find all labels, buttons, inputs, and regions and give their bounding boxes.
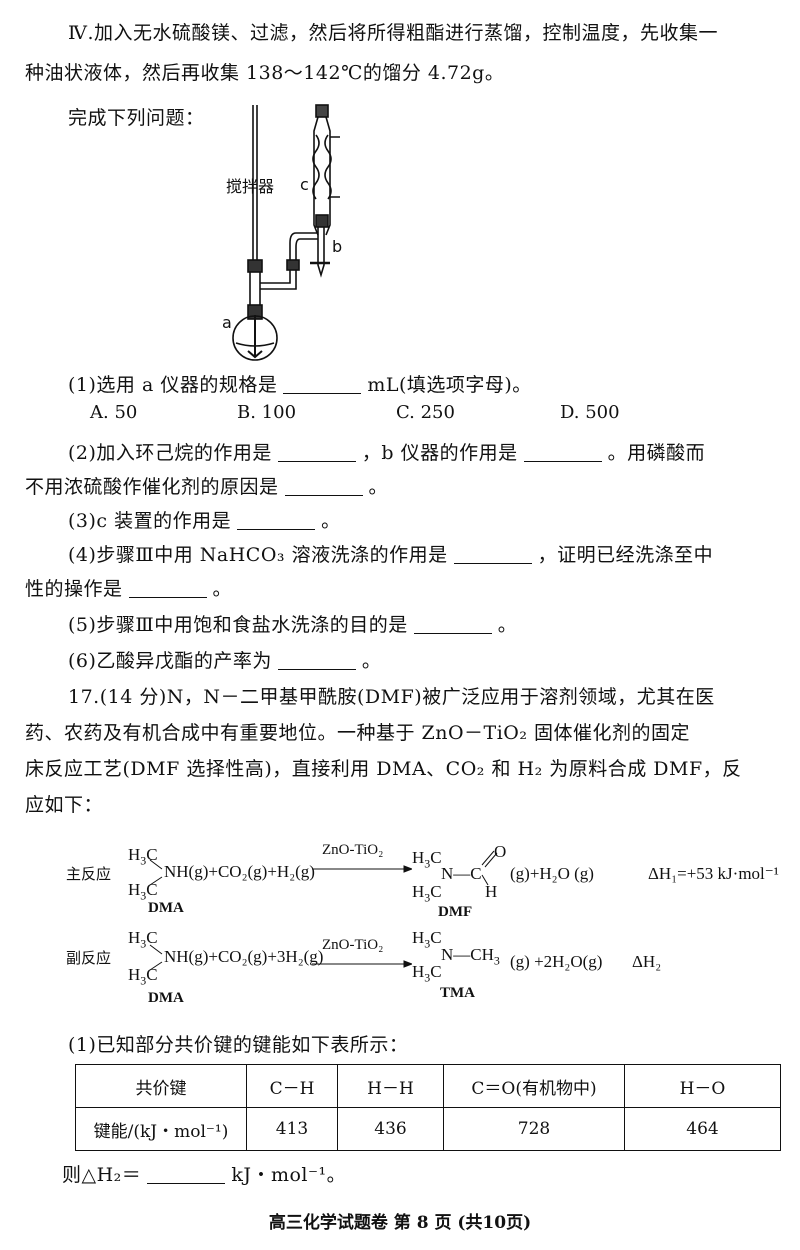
text-line: 完成下列问题：	[68, 107, 205, 129]
question-5: (5)步骤Ⅲ中用饱和食盐水洗涤的目的是。	[68, 614, 518, 636]
stirrer-label: 搅拌器	[226, 177, 275, 196]
question-2: (2)加入环己烷的作用是，b 仪器的作用是。用磷酸而	[68, 442, 706, 464]
dmf-label: DMF	[438, 904, 473, 920]
table-header: 共价键	[75, 1064, 247, 1108]
question-2-cont: 不用浓硫酸作催化剂的原因是。	[25, 476, 389, 498]
table-row: 键能/(kJ・mol⁻¹) 413 436 728 464	[75, 1107, 781, 1151]
option-a[interactable]: A. 50	[90, 402, 138, 423]
catalyst-label: ZnO-TiO₂	[322, 842, 384, 858]
side-products: (g) +2H₂O(g)	[510, 952, 603, 971]
text-line: Ⅳ.加入无水硫酸镁、过滤，然后将所得粗酯进行蒸馏，控制温度，先收集一	[68, 22, 719, 44]
label-c: c	[300, 175, 309, 194]
option-d[interactable]: D. 500	[560, 402, 620, 423]
answer-blank[interactable]	[453, 544, 532, 564]
table-cell: 436	[337, 1107, 444, 1151]
page-footer: 高三化学试题卷 第 8 页 (共10页)	[268, 1213, 532, 1233]
label-a: a	[222, 313, 232, 332]
catalyst-label: ZnO-TiO₂	[322, 937, 384, 953]
main-reactants: NH(g)+CO₂(g)+H₂(g)	[164, 862, 315, 881]
tma-label: TMA	[440, 985, 475, 1001]
table-cell: 键能/(kJ・mol⁻¹)	[75, 1107, 247, 1151]
answer-blank[interactable]	[284, 476, 363, 496]
main-reaction-label: 主反应	[66, 865, 112, 883]
option-c[interactable]: C. 250	[396, 402, 455, 423]
main-products: (g)+H₂O (g)	[510, 864, 594, 883]
answer-line: 则△H₂＝kJ・mol⁻¹。	[62, 1164, 347, 1186]
answer-blank[interactable]	[277, 650, 356, 670]
bond-energy-table: 共价键 C－H H－H C＝O(有机物中) H－O 键能/(kJ・mol⁻¹) …	[75, 1064, 781, 1151]
answer-blank[interactable]	[523, 442, 602, 462]
q17-line: 药、农药及有机合成中有重要地位。一种基于 ZnO－TiO₂ 固体催化剂的固定	[25, 722, 691, 744]
q17-line: 17.(14 分)N，N－二甲基甲酰胺(DMF)被广泛应用于溶剂领域，尤其在医	[68, 686, 715, 708]
distillation-apparatus-figure: 搅拌器 c b a	[200, 95, 360, 365]
table-header: H－O	[624, 1064, 781, 1108]
dma-label: DMA	[148, 990, 184, 1006]
question-4: (4)步骤Ⅲ中用 NaHCO₃ 溶液洗涤的作用是，证明已经洗涤至中	[68, 544, 714, 566]
label-b: b	[332, 237, 343, 256]
option-b[interactable]: B. 100	[237, 402, 297, 423]
q17-line: 应如下：	[25, 794, 104, 816]
answer-blank[interactable]	[283, 374, 362, 394]
table-header: H－H	[337, 1064, 444, 1108]
question-6: (6)乙酸异戊酯的产率为。	[68, 650, 382, 672]
side-reactants: NH(g)+CO₂(g)+3H₂(g)	[164, 947, 324, 966]
answer-blank[interactable]	[147, 1164, 226, 1184]
answer-blank[interactable]	[128, 578, 207, 598]
question-4-cont: 性的操作是。	[25, 578, 233, 600]
answer-blank[interactable]	[277, 442, 356, 462]
q17-1-text: (1)已知部分共价键的键能如下表所示：	[68, 1034, 409, 1056]
answer-blank[interactable]	[237, 510, 316, 530]
table-header: C－H	[246, 1064, 338, 1108]
delta-h1: ΔH₁=+53 kJ·mol⁻¹	[648, 864, 779, 883]
table-cell: 728	[443, 1107, 625, 1151]
table-cell: 413	[246, 1107, 338, 1151]
table-cell: 464	[624, 1107, 781, 1151]
table-header: C＝O(有机物中)	[443, 1064, 625, 1108]
dma-label: DMA	[148, 900, 184, 916]
delta-h2: ΔH₂	[632, 952, 662, 971]
text-line: 种油状液体，然后再收集 138～142℃的馏分 4.72g。	[25, 62, 505, 84]
answer-blank[interactable]	[413, 614, 492, 634]
question-3: (3)c 装置的作用是。	[68, 510, 341, 532]
side-reaction-label: 副反应	[66, 949, 112, 967]
q17-line: 床反应工艺(DMF 选择性高)，直接利用 DMA、CO₂ 和 H₂ 为原料合成 …	[25, 758, 742, 780]
table-header-row: 共价键 C－H H－H C＝O(有机物中) H－O	[75, 1064, 781, 1108]
